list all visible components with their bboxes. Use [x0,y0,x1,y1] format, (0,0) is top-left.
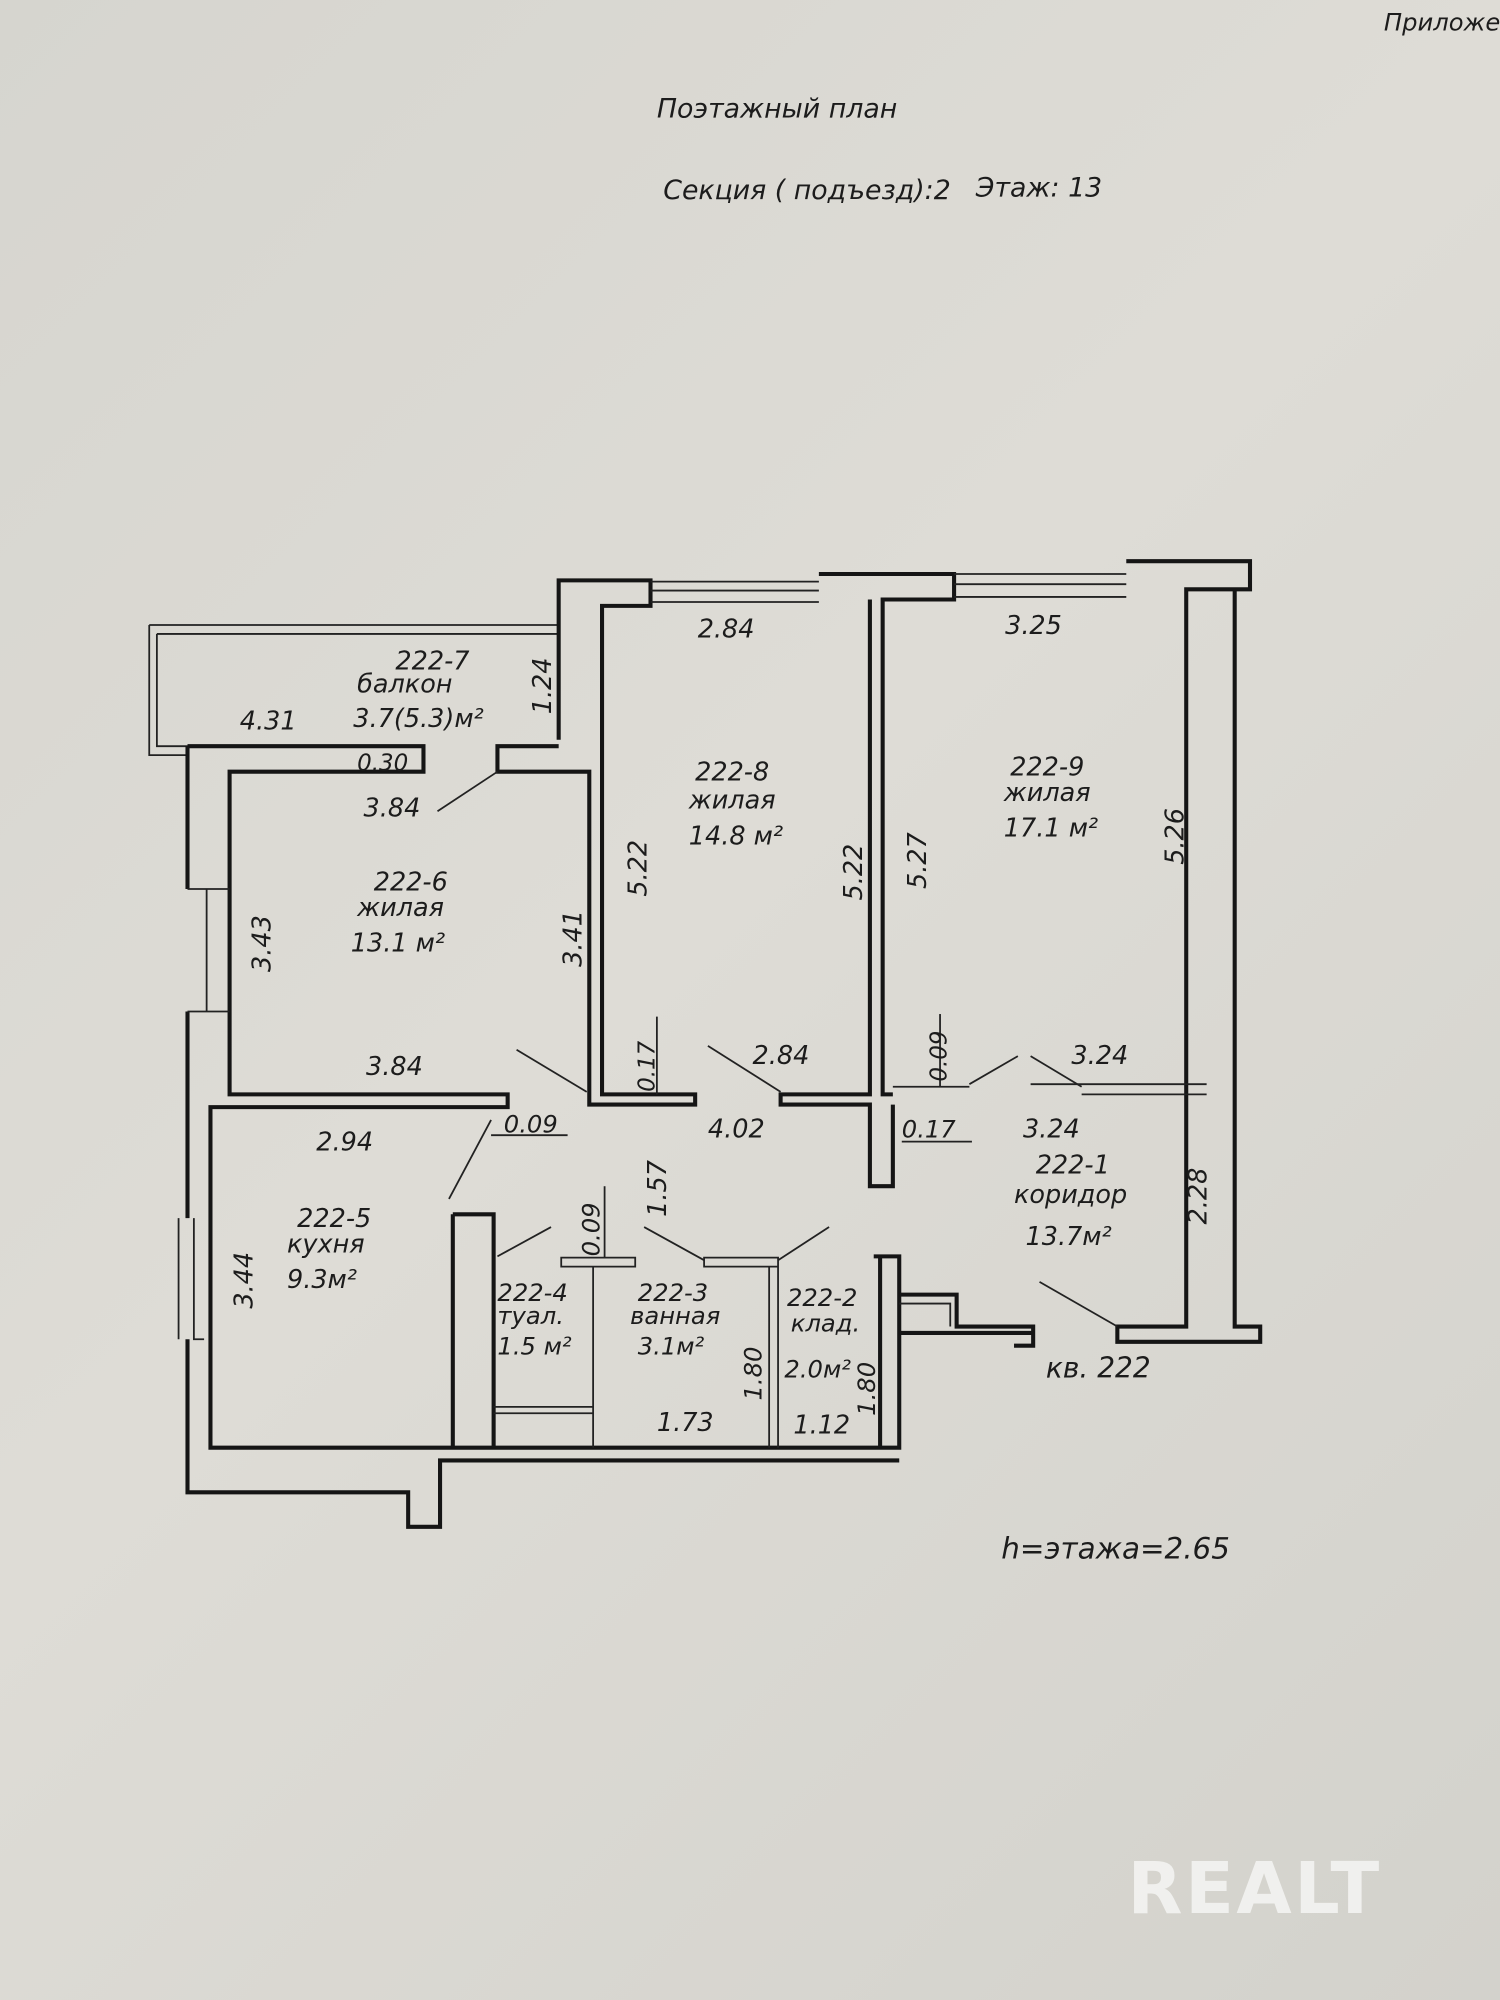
svg-text:5.26: 5.26 [1161,808,1191,865]
svg-text:17.1 м²: 17.1 м² [1004,814,1098,844]
room-222-2: 222-2 клад. 2.0м² [784,1284,860,1383]
room-222-3: 222-3 ванная 3.1м² [630,1279,720,1361]
svg-text:222-9: 222-9 [1010,753,1084,783]
svg-text:2.0м²: 2.0м² [784,1356,851,1384]
svg-text:кухня: кухня [287,1230,365,1260]
svg-text:9.3м²: 9.3м² [287,1265,357,1295]
svg-text:5.22: 5.22 [624,840,654,897]
svg-text:3.24: 3.24 [1071,1041,1128,1071]
svg-text:4.02: 4.02 [708,1115,765,1145]
svg-text:клад.: клад. [791,1310,860,1338]
room-222-1: 222-1 коридор 13.7м² [1014,1150,1127,1251]
svg-text:14.8 м²: 14.8 м² [689,821,783,851]
svg-text:0.09: 0.09 [577,1202,605,1256]
svg-text:балкон: балкон [357,670,452,700]
room-222-9: 222-9 жилая 17.1 м² [1003,753,1098,844]
svg-text:3.7(5.3)м²: 3.7(5.3)м² [353,704,483,734]
room-222-8: 222-8 жилая 14.8 м² [688,758,783,852]
svg-text:3.84: 3.84 [364,793,421,823]
svg-text:жилая: жилая [1003,778,1091,808]
svg-text:222-8: 222-8 [695,758,769,788]
room-222-7: 222-7 балкон 3.7(5.3)м² [353,647,483,734]
walls [148,559,1263,1529]
corner-note: Приложе [1384,9,1500,37]
floor-height-label: h=этажа=2.65 [1001,1532,1230,1566]
svg-text:1.80: 1.80 [739,1347,767,1401]
svg-text:3.25: 3.25 [1005,611,1062,641]
svg-text:0.30: 0.30 [357,750,408,776]
svg-text:2.28: 2.28 [1184,1168,1214,1225]
realt-watermark-logo: REALT [1128,1847,1382,1930]
svg-text:222-3: 222-3 [638,1279,708,1307]
svg-text:4.31: 4.31 [240,707,297,737]
svg-text:2.84: 2.84 [698,615,755,645]
svg-text:2.84: 2.84 [753,1041,810,1071]
svg-text:жилая: жилая [356,893,444,923]
svg-text:3.44: 3.44 [230,1252,260,1309]
svg-text:3.41: 3.41 [559,910,589,967]
svg-text:туал.: туал. [497,1302,563,1330]
svg-text:5.27: 5.27 [903,832,933,889]
svg-text:2.94: 2.94 [316,1128,373,1158]
plan-title: Поэтажный план [657,93,897,124]
section-label: Секция ( подъезд):2 [663,175,950,206]
svg-text:3.1м²: 3.1м² [638,1333,705,1361]
svg-text:1.80: 1.80 [853,1362,881,1416]
svg-text:13.7м²: 13.7м² [1026,1222,1112,1252]
svg-text:222-1: 222-1 [1036,1150,1110,1180]
svg-text:13.1 м²: 13.1 м² [351,929,445,959]
svg-text:1.12: 1.12 [793,1411,850,1441]
svg-text:1.24: 1.24 [528,658,558,715]
room-222-6: 222-6 жилая 13.1 м² [351,867,448,958]
dimension-labels: 4.31 1.24 0.30 3.84 3.43 3.41 3.84 2.84 … [230,611,1214,1441]
svg-text:коридор: коридор [1014,1180,1127,1210]
svg-text:ванная: ванная [630,1302,720,1330]
svg-text:0.17: 0.17 [902,1116,957,1144]
svg-text:0.09: 0.09 [504,1111,558,1139]
svg-text:5.22: 5.22 [839,844,869,901]
svg-text:222-7: 222-7 [395,647,469,677]
svg-text:222-2: 222-2 [787,1284,857,1312]
svg-text:222-6: 222-6 [374,867,448,897]
apartment-label: кв. 222 [1046,1352,1151,1385]
svg-text:1.57: 1.57 [643,1160,673,1217]
svg-text:3.84: 3.84 [366,1052,423,1082]
floor-label: Этаж: 13 [975,172,1102,203]
svg-text:1.5 м²: 1.5 м² [497,1333,571,1361]
svg-text:0.17: 0.17 [634,1040,660,1091]
svg-text:0.09: 0.09 [926,1031,952,1082]
room-222-4: 222-4 туал. 1.5 м² [497,1279,571,1361]
svg-text:жилая: жилая [688,786,776,816]
svg-text:222-5: 222-5 [297,1204,371,1234]
room-222-5: 222-5 кухня 9.3м² [287,1204,371,1295]
svg-text:1.73: 1.73 [657,1408,714,1438]
svg-text:222-4: 222-4 [497,1279,567,1307]
svg-text:3.43: 3.43 [247,915,277,972]
svg-text:3.24: 3.24 [1023,1115,1080,1145]
